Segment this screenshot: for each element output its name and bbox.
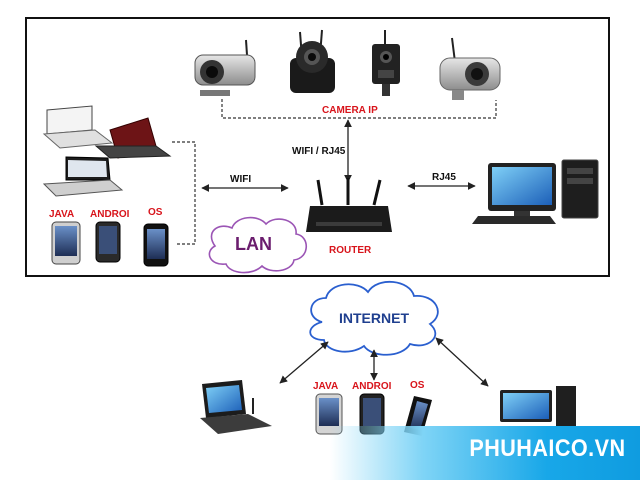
lan-cloud-icon [208,216,308,274]
dome-camera-icon [290,29,335,93]
wifi-label: WIFI [230,174,252,185]
router-icon [306,178,392,232]
watermark-banner: PHUHAICO.VN [330,426,640,480]
rj45-label: RJ45 [432,172,456,183]
java-phone-icon [315,393,343,435]
os-label: OS [148,207,163,218]
box-camera-icon [372,30,400,96]
watermark-text: PHUHAICO.VN [469,435,626,462]
laptop-icon [200,380,272,434]
java-label: JAVA [49,209,75,220]
iphone-icon [143,223,169,267]
java-phone-icon [51,221,81,265]
internet-cloud-label: INTERNET [339,310,409,326]
laptop-icon [42,156,124,197]
os-label: OS [410,380,425,391]
internet-desktop-arrow [435,337,489,387]
android-label: ANDROI [352,381,392,392]
bullet-camera-icon [194,39,256,96]
camera-ip-label: CAMERA IP [322,105,378,116]
android-phone-icon [95,221,121,263]
laptop-icon [94,117,172,159]
outdoor-camera-icon [439,37,501,100]
client-bracket-line [172,141,196,245]
java-label: JAVA [313,381,339,392]
android-label: ANDROI [90,209,130,220]
desktop-computer-icon [472,159,599,224]
internet-cloud-icon [309,280,439,356]
camera-bracket-line [221,99,497,119]
internet-laptop-arrow [279,341,329,384]
router-label: ROUTER [329,245,372,256]
android-phone-icon [359,393,385,435]
lan-cloud-label: LAN [235,234,272,254]
wifi-rj45-label: WIFI / RJ45 [292,146,346,157]
desktop-computer-icon [500,386,576,426]
laptop-icon [42,105,114,149]
